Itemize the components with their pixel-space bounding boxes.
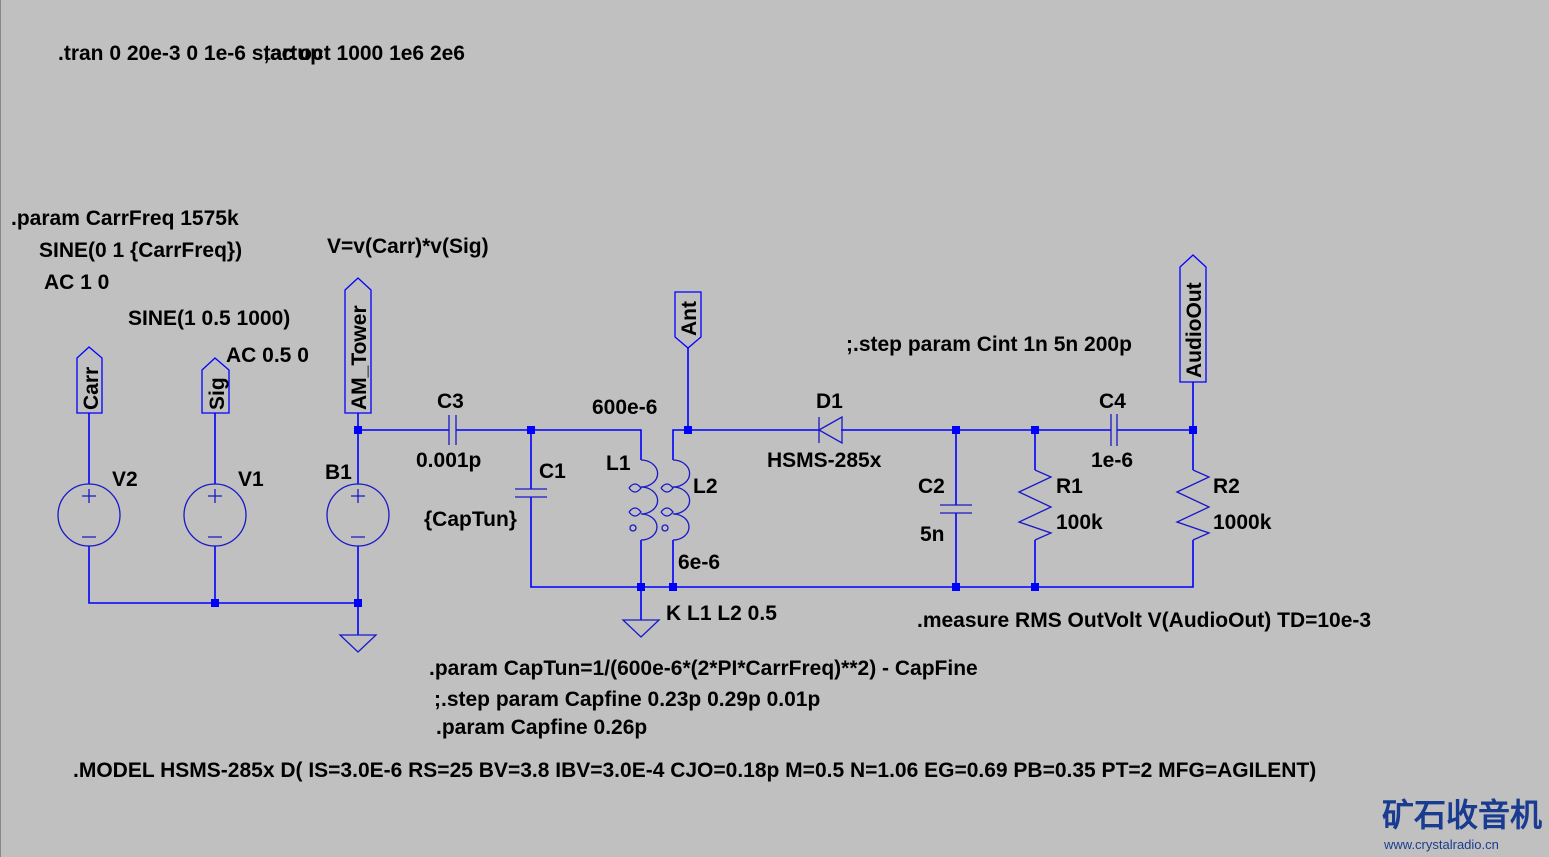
voltage-source-v1[interactable]: [183, 483, 247, 547]
param-captun[interactable]: .param CapTun=1/(600e-6*(2*PI*CarrFreq)*…: [429, 657, 978, 680]
c4-name[interactable]: C4: [1099, 390, 1126, 413]
behavioral-source-b1[interactable]: [326, 483, 390, 547]
v1-name[interactable]: V1: [238, 468, 264, 491]
net-label-am-tower[interactable]: AM_Tower: [344, 277, 372, 414]
net-label-ant-text: Ant: [678, 301, 701, 336]
coupling-directive[interactable]: K L1 L2 0.5: [666, 602, 777, 625]
d1-name[interactable]: D1: [816, 390, 843, 413]
resistor-r2[interactable]: [1175, 469, 1211, 541]
net-label-sig[interactable]: Sig: [201, 357, 230, 414]
c1-value[interactable]: {CapTun}: [424, 508, 517, 531]
l1-value[interactable]: 600e-6: [592, 396, 657, 419]
net-label-audio-out[interactable]: AudioOut: [1179, 254, 1207, 383]
watermark-logo: 矿石收音机 www.crystalradio.cn: [1382, 797, 1542, 852]
net-label-carr[interactable]: Carr: [76, 346, 103, 414]
r1-value[interactable]: 100k: [1056, 511, 1103, 534]
capacitor-c1[interactable]: [515, 488, 547, 498]
junction-dots: [211, 426, 1197, 607]
param-capfine[interactable]: .param Capfine 0.26p: [436, 716, 647, 739]
net-label-sig-text: Sig: [206, 377, 229, 410]
b1-value[interactable]: V=v(Carr)*v(Sig): [327, 235, 489, 258]
c4-value[interactable]: 1e-6: [1091, 449, 1133, 472]
resistor-r1[interactable]: [1017, 469, 1053, 541]
l2-name[interactable]: L2: [693, 475, 718, 498]
l1-name[interactable]: L1: [606, 452, 631, 475]
r2-name[interactable]: R2: [1213, 475, 1240, 498]
r1-name[interactable]: R1: [1056, 475, 1083, 498]
model-directive[interactable]: .MODEL HSMS-285x D( IS=3.0E-6 RS=25 BV=3…: [73, 759, 1316, 782]
r2-value[interactable]: 1000k: [1213, 511, 1272, 534]
net-label-audio-out-text: AudioOut: [1183, 282, 1206, 378]
capacitor-c4[interactable]: [1110, 414, 1118, 446]
ground-symbol: [621, 619, 661, 638]
measure-directive[interactable]: .measure RMS OutVolt V(AudioOut) TD=10e-…: [917, 609, 1371, 632]
wires[interactable]: [88, 348, 1194, 635]
v2-value[interactable]: SINE(0 1 {CarrFreq}): [39, 239, 242, 262]
net-label-carr-text: Carr: [80, 367, 103, 410]
c2-value[interactable]: 5n: [920, 523, 945, 546]
v2-ac[interactable]: AC 1 0: [44, 271, 109, 294]
net-label-ant[interactable]: Ant: [674, 291, 702, 349]
d1-value[interactable]: HSMS-285x: [767, 449, 882, 472]
inductor-l2[interactable]: [660, 459, 691, 541]
c3-name[interactable]: C3: [437, 390, 464, 413]
l2-value[interactable]: 6e-6: [678, 551, 720, 574]
param-carrfreq[interactable]: .param CarrFreq 1575k: [11, 207, 239, 230]
step-capfine-commented[interactable]: ;.step param Capfine 0.23p 0.29p 0.01p: [434, 688, 820, 711]
c3-value[interactable]: 0.001p: [416, 449, 481, 472]
v1-ac[interactable]: AC 0.5 0: [226, 344, 309, 367]
v1-value[interactable]: SINE(1 0.5 1000): [128, 307, 290, 330]
capacitor-c2[interactable]: [940, 504, 972, 514]
c2-name[interactable]: C2: [918, 475, 945, 498]
tran-directive[interactable]: .tran 0 20e-3 0 1e-6 startup: [58, 42, 323, 65]
net-label-am-tower-text: AM_Tower: [348, 305, 371, 410]
c1-name[interactable]: C1: [539, 460, 566, 483]
step-cint-commented[interactable]: ;.step param Cint 1n 5n 200p: [846, 333, 1132, 356]
watermark-title: 矿石收音机: [1382, 797, 1542, 833]
ground-symbol: [338, 634, 378, 653]
capacitor-c3[interactable]: [448, 415, 457, 445]
voltage-source-v2[interactable]: [57, 483, 121, 547]
ac-directive-commented[interactable]: ;ac oct 1000 1e6 2e6: [263, 42, 465, 65]
inductor-l1[interactable]: [628, 459, 659, 541]
diode-d1[interactable]: [817, 415, 843, 445]
watermark-url: www.crystalradio.cn: [1383, 837, 1499, 852]
b1-name[interactable]: B1: [325, 461, 352, 484]
v2-name[interactable]: V2: [112, 468, 138, 491]
